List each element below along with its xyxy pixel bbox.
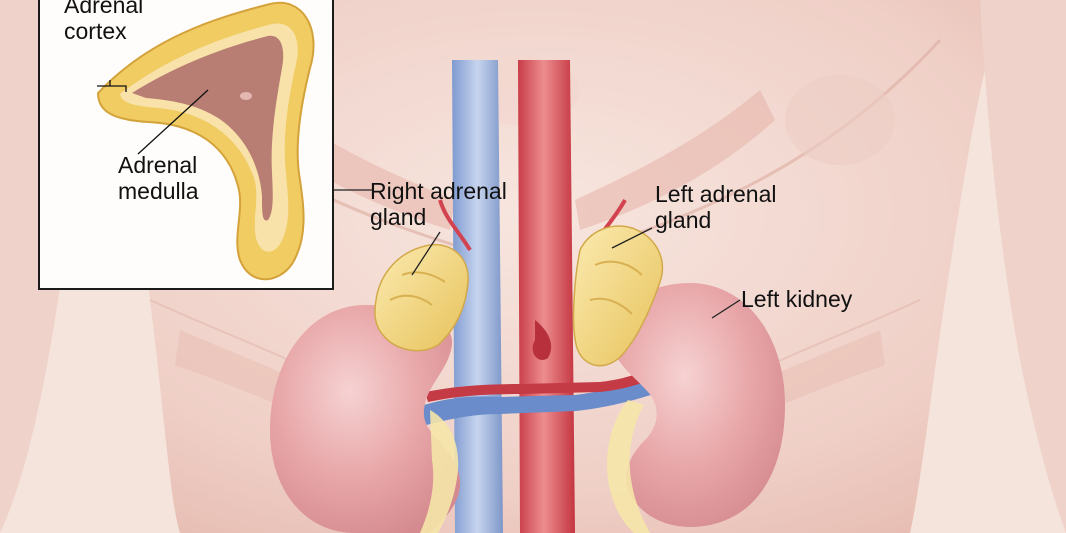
adrenal-cross-section-icon <box>96 1 315 281</box>
aorta <box>518 60 575 533</box>
adrenal-cortex-label-line-2: cortex <box>64 18 127 44</box>
adrenal-cortex-label: Adrenal cortex <box>64 0 143 44</box>
right-adrenal-gland-label-line-2: gland <box>370 204 427 230</box>
adrenal-gland-cross-section-inset: Adrenal cortex Adrenal medulla <box>38 0 334 290</box>
adrenal-medulla-label-line-1: Adrenal <box>118 152 198 178</box>
adrenal-cortex-label-line-1: Adrenal <box>64 0 144 18</box>
right-adrenal-gland-label: Right adrenal gland <box>370 178 507 230</box>
left-adrenal-gland-label-line-2: gland <box>655 207 712 233</box>
left-kidney <box>606 283 785 533</box>
left-adrenal-gland-label: Left adrenal gland <box>655 181 776 233</box>
left-adrenal-gland-label-line-1: Left adrenal <box>655 181 777 207</box>
right-adrenal-gland-label-line-1: Right adrenal <box>370 178 507 204</box>
left-kidney-label-text: Left kidney <box>741 286 853 312</box>
left-adrenal-gland <box>572 225 664 367</box>
adrenal-medulla-label: Adrenal medulla <box>118 152 199 204</box>
right-adrenal-gland <box>374 244 469 352</box>
adrenal-medulla-label-line-2: medulla <box>118 178 199 204</box>
left-kidney-label: Left kidney <box>741 286 852 312</box>
right-kidney <box>270 305 461 533</box>
